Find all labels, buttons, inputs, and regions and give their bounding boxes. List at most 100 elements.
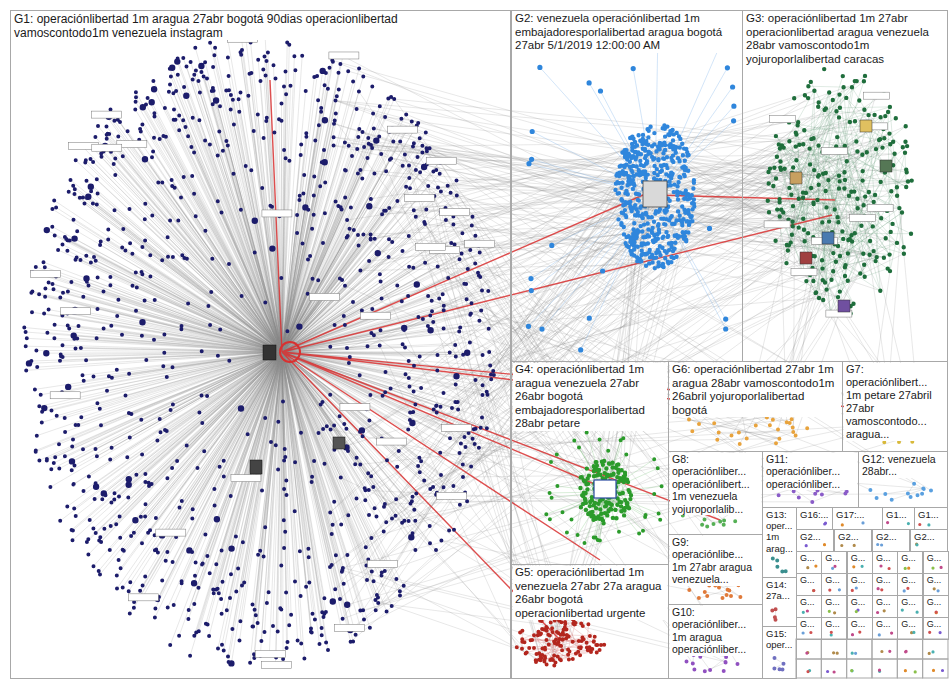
group-box: G... — [872, 573, 898, 596]
network-vertices — [868, 482, 933, 502]
vertex-label-box — [367, 560, 397, 567]
vertex-label-box — [329, 52, 359, 59]
group-label: G... — [823, 597, 842, 608]
group-label: G6: operaciónlibertad 27abr 1m aragua 28… — [670, 363, 841, 417]
group-cell — [897, 639, 922, 659]
group-box: G... — [796, 595, 822, 618]
group-label: G... — [899, 597, 918, 608]
group-label: G10: operaciónliber... 1m aragua operaci… — [670, 606, 761, 656]
group-box: G... — [796, 551, 822, 574]
vertex-label-box — [436, 492, 466, 499]
group-label: G... — [849, 619, 868, 630]
vertex-label-box — [335, 624, 365, 631]
vertex-picture — [800, 252, 812, 264]
group-label: G4: operaciónlibertad 1m aragua venezuel… — [513, 363, 667, 431]
network-edges — [24, 34, 935, 671]
vertex-picture — [790, 172, 802, 184]
vertex-picture — [880, 160, 892, 172]
group-cell — [821, 639, 846, 659]
vertex-label-box — [92, 111, 122, 118]
group-box: G6: operaciónlibertad 27abr 1m aragua 28… — [668, 361, 843, 452]
group-box: G... — [796, 573, 822, 596]
group-box: G1... — [914, 507, 948, 530]
group-cell — [923, 639, 948, 659]
vertex-label-box — [441, 424, 471, 431]
group-cell — [821, 659, 846, 678]
group-label: G7: operaciónlibert... 1m petare 27abril… — [844, 363, 946, 441]
group-box: G... — [821, 617, 847, 640]
group-label: G... — [798, 553, 817, 564]
group-box: G4: operaciónlibertad 1m aragua venezuel… — [511, 361, 669, 565]
vertex-label-box — [377, 438, 407, 445]
group-label: G14: 27a... — [764, 579, 795, 601]
group-box: G13: oper... 1m arag... — [762, 507, 797, 578]
group-label: G... — [899, 575, 918, 586]
vertex-label-box — [128, 594, 158, 601]
group-box: G17:... — [832, 507, 883, 530]
group-label: G... — [823, 619, 842, 630]
group-label: G... — [925, 597, 944, 608]
group-label: G... — [798, 619, 817, 630]
group-label: G5: operaciónlibertad 1m venezuela 27abr… — [513, 566, 667, 620]
network-vertices — [802, 522, 935, 673]
group-box: G... — [847, 595, 873, 618]
vertex-label-box — [340, 404, 370, 411]
network-vertices — [544, 431, 663, 545]
group-cell — [923, 659, 948, 678]
network-vertices — [22, 32, 496, 667]
group-cell — [796, 659, 821, 678]
vertex-label-box — [764, 221, 790, 228]
network-vertices — [770, 607, 777, 621]
group-box: G... — [897, 595, 923, 618]
network-vertices — [515, 618, 606, 668]
group-box: G... — [847, 551, 873, 574]
vertex-picture — [643, 181, 667, 207]
group-box: G2: venezuela operaciónlibertad 1m embaj… — [511, 10, 743, 362]
group-label: G2... — [874, 531, 899, 542]
network-vertices — [814, 523, 938, 672]
group-box: G... — [872, 595, 898, 618]
group-label: G17:... — [834, 509, 867, 520]
group-box: G... — [821, 573, 847, 596]
group-cell — [897, 659, 922, 678]
network-vertices — [806, 543, 936, 655]
group-box: G... — [923, 617, 949, 640]
group-box: G1: operaciónlibertad 1m aragua 27abr bo… — [10, 10, 511, 679]
group-box: G2... — [834, 529, 872, 552]
group-box: G... — [872, 551, 898, 574]
vertex-label-box — [262, 210, 292, 217]
group-box: G... — [872, 617, 898, 640]
group-box: G... — [923, 595, 949, 618]
vertex-picture — [822, 232, 834, 244]
vertex-picture — [838, 300, 850, 312]
vertex-label-box — [850, 214, 876, 221]
group-box: G... — [821, 595, 847, 618]
group-box: G... — [796, 617, 822, 640]
group-box: G2... — [910, 529, 948, 552]
network-vertices — [526, 37, 737, 352]
group-box: G... — [923, 573, 949, 596]
group-box: G... — [897, 551, 923, 574]
group-label: G... — [899, 553, 918, 564]
group-label: G... — [874, 553, 893, 564]
vertex-picture — [594, 480, 616, 498]
vertex-label-box — [867, 204, 893, 211]
group-label: G2... — [836, 531, 861, 542]
vertex-label-box — [92, 144, 122, 151]
vertex-label-box — [30, 270, 60, 277]
group-label: G... — [874, 597, 893, 608]
group-box: G... — [847, 617, 873, 640]
vertex-label-box — [50, 392, 80, 399]
group-label: G9: operaciónlibe... 1m 27abr aragua ven… — [670, 536, 761, 586]
group-box: G3: operaciónlibertad 1m 27abr operacion… — [742, 10, 948, 362]
network-edges — [270, 80, 880, 640]
group-box: G2... — [796, 529, 834, 552]
group-label: G2... — [798, 531, 823, 542]
group-label: G... — [849, 575, 868, 586]
network-vertices — [772, 656, 785, 672]
vertex-label-box — [465, 240, 495, 247]
vertex-label-box — [426, 157, 456, 164]
vertex-picture — [860, 120, 872, 132]
vertex-picture — [250, 460, 262, 474]
hub-ring — [280, 342, 300, 362]
